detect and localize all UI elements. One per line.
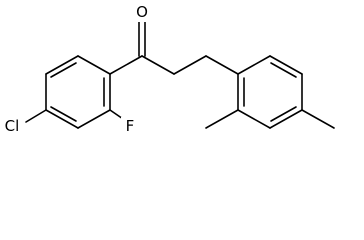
bond-ring1-f [77,55,111,75]
bond-ring1-c-inner [50,106,77,122]
bond-chain-2 [173,55,207,75]
bond-ring1-c [45,109,79,129]
bond-chain-3 [205,55,239,75]
bond-c-cl [25,109,47,123]
bond-methyl-para [301,109,335,129]
chlorine-label-bg [0,117,23,136]
bond-ring-carbonyl [109,55,143,75]
bond-ring1-a [45,55,79,75]
bond-chain-1 [141,55,175,75]
bond-ring2-a [237,55,271,75]
bond-ring2-b [269,55,303,75]
bond-ring2-e [237,109,271,129]
chlorofluorophenyl-ring [45,55,111,129]
dimethylphenyl-ring [237,55,303,129]
bond-ring1-a-inner [50,62,77,78]
bond-methyl-ortho [205,109,239,129]
fluorine-label-bg [121,117,136,136]
bond-ring2-d [269,109,303,129]
fluorine-label: F [126,117,135,135]
bond-ring2-d-inner [270,106,297,122]
chlorine-label: Cl [5,117,20,135]
oxygen-label-bg [135,3,150,22]
bond-ring2-b-inner [270,62,297,78]
bond-ring1-d [77,109,111,129]
oxygen-label: O [136,3,148,21]
molecule-structure-diagram: O Cl F [0,3,335,136]
